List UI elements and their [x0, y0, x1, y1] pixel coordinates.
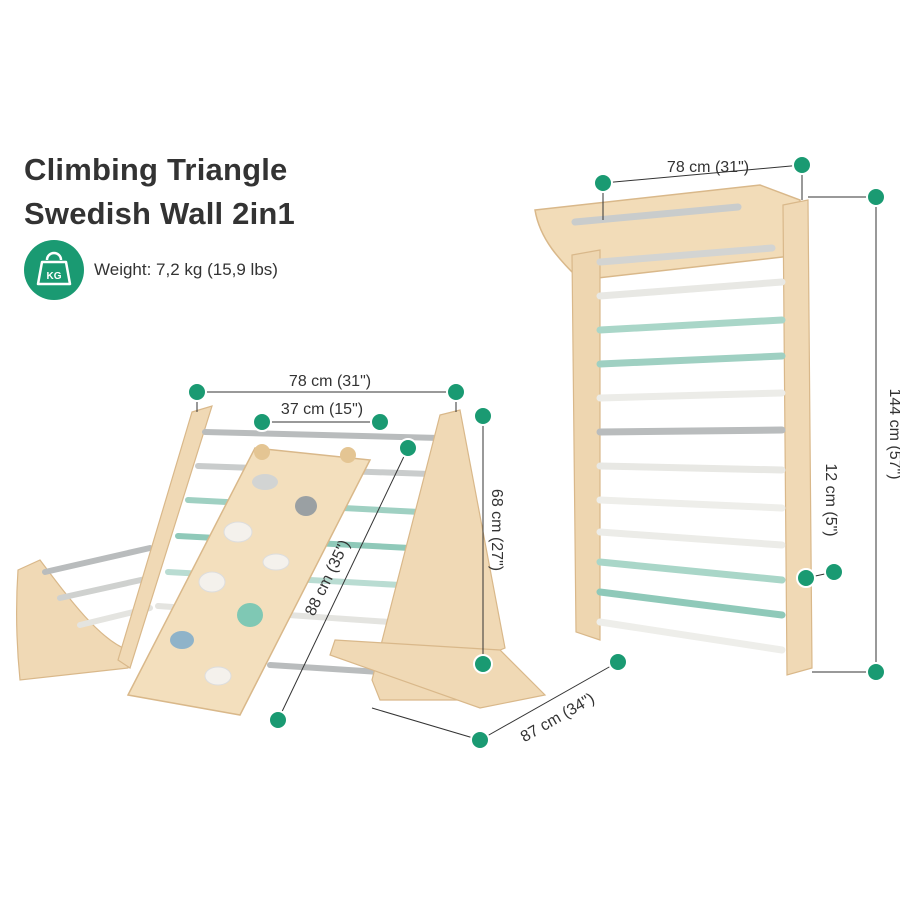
- marker-dot: [398, 438, 418, 458]
- hold-knob: [340, 447, 356, 463]
- climbing-hold: [204, 666, 232, 686]
- weight-label: Weight: 7,2 kg (15,9 lbs): [94, 260, 278, 279]
- dimension-lines: [196, 164, 877, 741]
- climbing-hold: [198, 571, 226, 593]
- climbing-hold: [223, 521, 253, 543]
- product-title-line1: Climbing Triangle: [24, 152, 288, 187]
- climbing-hold: [237, 603, 263, 627]
- product-title-line2: Swedish Wall 2in1: [24, 196, 295, 231]
- swedish-wall: [534, 184, 813, 676]
- dim-triangle-width: 78 cm (31"): [289, 373, 371, 390]
- wall-rungs: [571, 203, 786, 654]
- marker-dot: [473, 654, 493, 674]
- marker-dot: [470, 730, 490, 750]
- dim-triangle-height: 68 cm (27"): [488, 489, 505, 571]
- wall-left-rail: [571, 249, 601, 641]
- marker-dot: [796, 568, 816, 588]
- marker-dot: [370, 412, 390, 432]
- climbing-hold: [295, 496, 317, 516]
- marker-dot: [268, 710, 288, 730]
- hold-knob: [254, 444, 270, 460]
- weight-icon-text: KG: [47, 271, 62, 282]
- climbing-hold: [252, 474, 278, 490]
- dim-rung-spacing: 12 cm (5"): [822, 463, 839, 536]
- marker-dot: [187, 382, 207, 402]
- marker-dot: [824, 562, 844, 582]
- weight-icon: KG: [24, 240, 84, 300]
- climbing-holds: [170, 444, 356, 686]
- marker-dot: [866, 187, 886, 207]
- triangle-floor-plate: [329, 639, 547, 709]
- weight-info: KG Weight: 7,2 kg (15,9 lbs): [24, 240, 278, 300]
- marker-dot: [593, 173, 613, 193]
- marker-dot: [608, 652, 628, 672]
- climbing-hold: [262, 553, 290, 571]
- triangle-left-frame: [117, 405, 213, 669]
- product-title: Climbing Triangle Swedish Wall 2in1: [24, 148, 295, 236]
- climbing-hold: [170, 631, 194, 649]
- marker-dot: [252, 412, 272, 432]
- dimension-markers: [187, 155, 886, 750]
- marker-dot: [446, 382, 466, 402]
- dim-wall-height: 144 cm (57"): [886, 388, 900, 479]
- wall-right-rail: [782, 199, 813, 676]
- marker-dot: [866, 662, 886, 682]
- dim-wall-width: 78 cm (31"): [667, 159, 749, 176]
- marker-dot: [473, 406, 493, 426]
- climbing-triangle: [16, 405, 547, 716]
- marker-dot: [792, 155, 812, 175]
- dim-ramp-width: 37 cm (15"): [281, 401, 363, 418]
